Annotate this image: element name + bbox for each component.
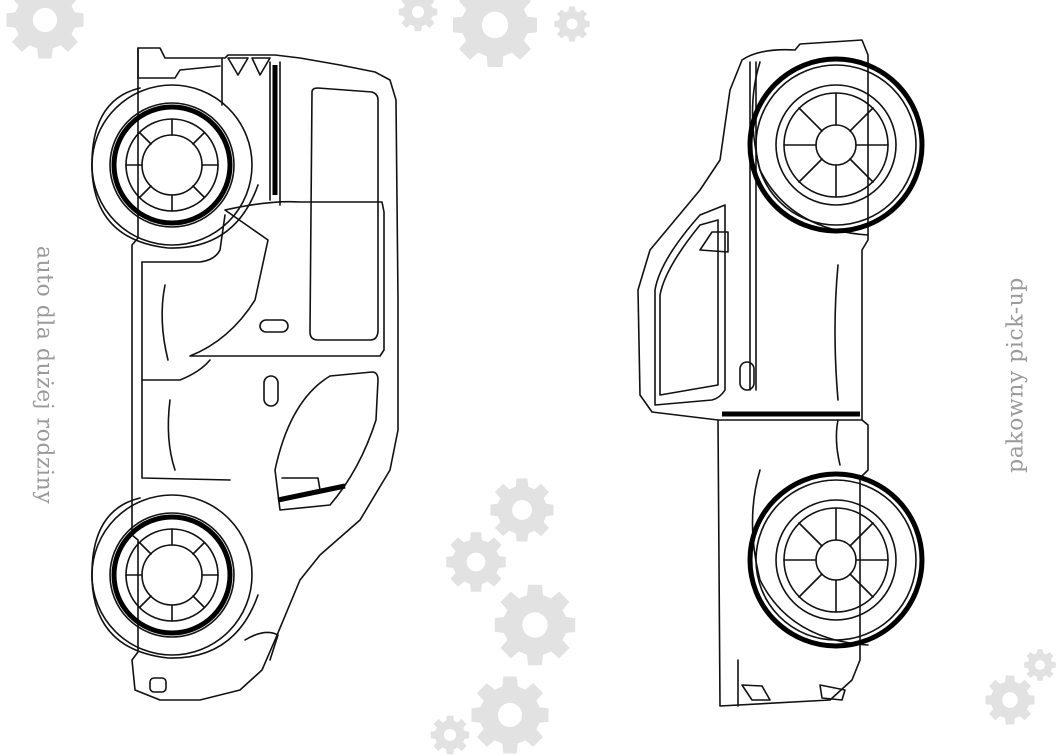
family-van-illustration — [91, 47, 399, 701]
gear-icon — [494, 584, 576, 666]
gear-icon — [6, 0, 84, 59]
gear-icon — [554, 6, 590, 42]
gear-icon — [1024, 649, 1056, 681]
gear-icon — [490, 478, 554, 542]
gear-icon — [471, 676, 549, 754]
gear-icon — [446, 532, 506, 592]
gear-icon — [398, 0, 438, 32]
gear-icon — [453, 0, 537, 67]
gear-icon — [985, 675, 1035, 725]
gear-icon — [430, 715, 470, 755]
pickup-truck-illustration — [637, 39, 925, 707]
